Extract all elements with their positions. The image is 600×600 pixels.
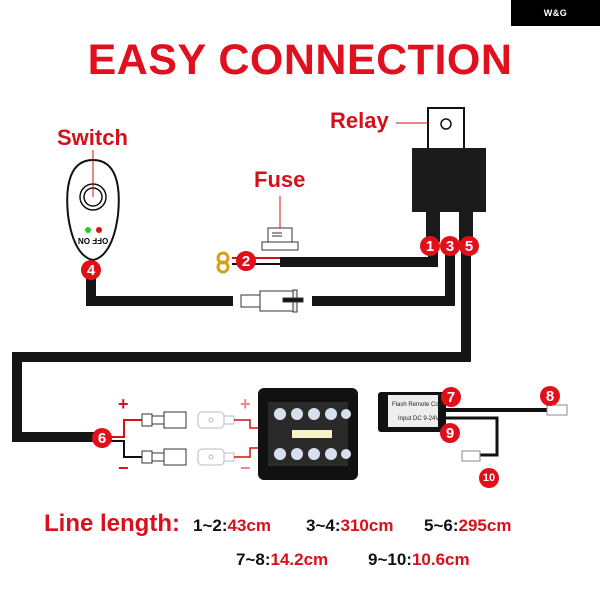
wire-connector-to-relay (312, 240, 455, 306)
point-7-badge: 7 (441, 387, 461, 407)
lightbar-input-wires (234, 419, 262, 458)
line-length-item: 1~2:43cm (193, 516, 271, 535)
plug-connector-icon (240, 289, 304, 313)
line-length-item: 5~6:295cm (424, 516, 512, 535)
fuse-label: Fuse (254, 167, 306, 192)
relay-icon (396, 107, 486, 242)
lightbar-minus-wire (110, 440, 142, 458)
line-length-item: 3~4:310cm (306, 516, 394, 535)
point-8-badge: 8 (540, 386, 560, 406)
minus-sign-light: − (240, 458, 251, 478)
point-1-badge: 1 (420, 236, 440, 256)
lightbar-plus-wire (110, 419, 142, 438)
point-5-badge: 5 (459, 236, 479, 256)
brand-logo: W&G (511, 0, 600, 26)
point-10-badge: 10 (479, 468, 499, 488)
minus-sign: − (118, 458, 129, 478)
wire-switch-to-connector (86, 275, 233, 306)
point-9-badge: 9 (440, 423, 460, 443)
switch-marking: OFF ON (78, 236, 109, 245)
harness-terminal-icon (141, 411, 187, 466)
point-3-badge: 3 (440, 236, 460, 256)
relay-label: Relay (330, 108, 389, 133)
plus-sign-light: + (240, 394, 251, 414)
line-length-item: 7~8:14.2cm (236, 550, 329, 569)
brand-text: W&G (543, 8, 568, 18)
point-4-badge: 4 (81, 260, 101, 280)
wire-relay-to-lightbar (12, 240, 471, 442)
line-length-item: 9~10:10.6cm (368, 550, 470, 569)
flash-remote-control-icon (378, 392, 568, 462)
remote-box-line1: Flash Remote Control (392, 402, 451, 408)
switch-label: Switch (57, 125, 128, 150)
point-2-badge: 2 (236, 251, 256, 271)
ring-terminal-icon (216, 251, 230, 274)
page-title: EASY CONNECTION (87, 36, 513, 84)
fuse-icon (261, 196, 299, 251)
remote-box-line2: Input DC 9-24V (398, 416, 440, 422)
led-light-bar-icon (258, 388, 358, 480)
point-6-badge: 6 (92, 428, 112, 448)
lightbar-terminal-icon (197, 411, 235, 466)
line-length-title: Line length: (44, 510, 180, 537)
wire-relay-to-fuse (280, 240, 438, 267)
plus-sign: + (118, 394, 129, 414)
